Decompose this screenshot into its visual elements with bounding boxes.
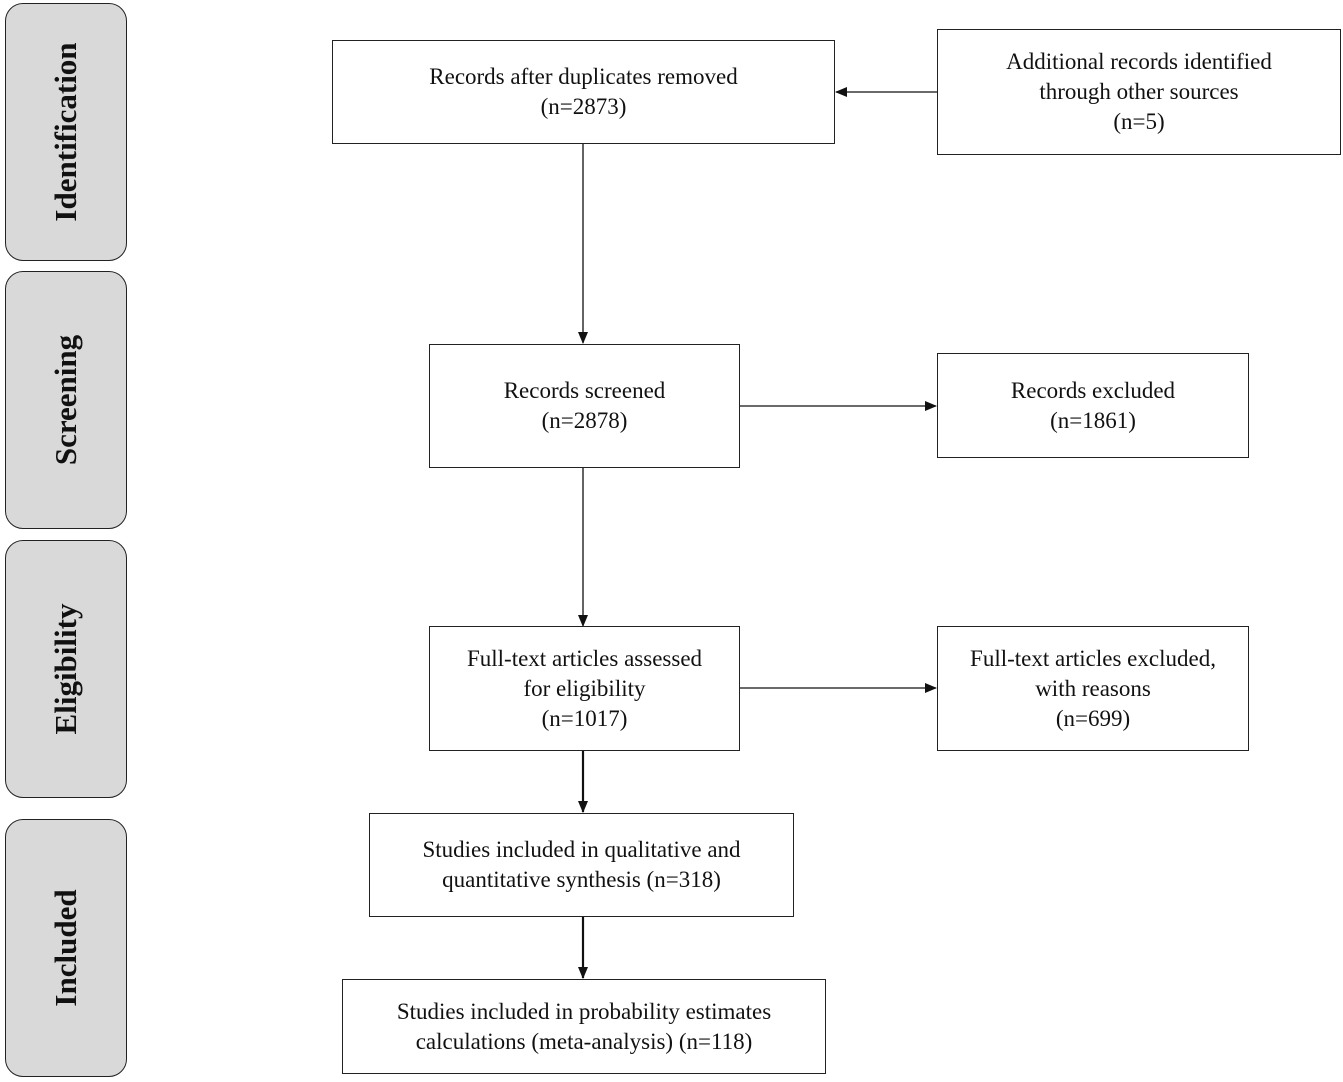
fulltext-assessed-box: Full-text articles assessed for eligibil… <box>429 626 740 751</box>
records-excluded-count: (n=1861) <box>1050 407 1136 433</box>
stage-screening-label: Screening <box>48 334 83 466</box>
stage-included-label: Included <box>48 889 83 1007</box>
qualitative-synthesis-line2: quantitative synthesis (n=318) <box>442 867 721 892</box>
fulltext-excluded-count: (n=699) <box>1055 705 1131 731</box>
fulltext-assessed-line1: Full-text articles assessed <box>466 645 703 671</box>
meta-analysis-line2: calculations (meta-analysis) (n=118) <box>415 1028 753 1054</box>
qualitative-synthesis-line1: Studies included in qualitative and <box>422 837 741 862</box>
records-after-duplicates-box: Records after duplicates removed (n=2873… <box>332 40 835 144</box>
meta-analysis-line1: Studies included in probability estimate… <box>396 998 772 1024</box>
records-excluded-box: Records excluded (n=1861) <box>937 353 1249 458</box>
additional-records-line1: Additional records identified <box>1006 49 1272 74</box>
meta-analysis-box: Studies included in probability estimate… <box>342 979 826 1074</box>
fulltext-assessed-count: (n=1017) <box>541 705 628 731</box>
stage-eligibility-label: Eligibility <box>48 603 83 735</box>
records-after-duplicates-line1: Records after duplicates removed <box>429 64 738 89</box>
records-excluded-line1: Records excluded <box>1010 377 1176 403</box>
records-screened-box: Records screened (n=2878) <box>429 344 740 468</box>
fulltext-excluded-line2: with reasons <box>1035 675 1151 701</box>
fulltext-excluded-line1: Full-text articles excluded, <box>970 645 1216 671</box>
records-screened-count: (n=2878) <box>541 408 628 433</box>
stage-identification-label: Identification <box>48 42 83 222</box>
records-after-duplicates-count: (n=2873) <box>540 94 627 119</box>
qualitative-synthesis-box: Studies included in qualitative and quan… <box>369 813 794 917</box>
stage-identification: Identification <box>5 3 127 261</box>
stage-eligibility: Eligibility <box>5 540 127 798</box>
stage-included: Included <box>5 819 127 1077</box>
records-screened-line1: Records screened <box>503 378 666 403</box>
stage-screening: Screening <box>5 271 127 529</box>
additional-records-line2: through other sources <box>1039 79 1239 104</box>
fulltext-excluded-box: Full-text articles excluded, with reason… <box>937 626 1249 751</box>
fulltext-assessed-line2: for eligibility <box>523 675 646 701</box>
additional-records-box: Additional records identified through ot… <box>937 29 1341 155</box>
additional-records-count: (n=5) <box>1113 109 1165 134</box>
